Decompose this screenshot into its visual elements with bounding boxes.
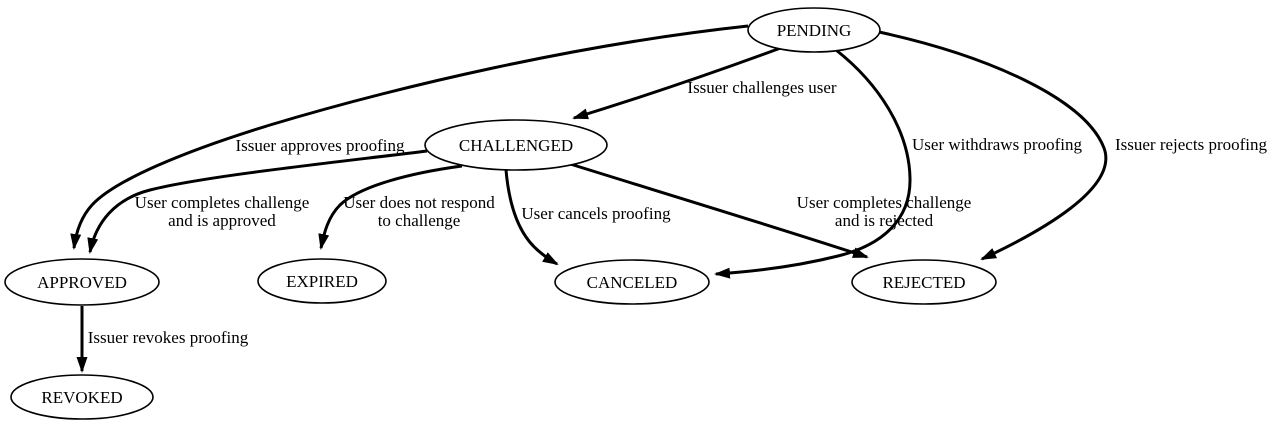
edge-pending-approved-path — [70, 24, 749, 250]
node-expired-ellipse — [257, 258, 387, 304]
node-approved-ellipse — [4, 258, 160, 306]
edge-pending-rejected-path — [878, 30, 1108, 261]
edge-pending-challenged-path — [572, 44, 787, 120]
edge-challenged-canceled-label: User cancels proofing — [521, 204, 671, 223]
node-pending-ellipse — [747, 7, 881, 53]
edge-challenged-canceled: User cancels proofing — [504, 169, 671, 266]
edge-challenged-approved: User completes challenge and is approved — [87, 149, 428, 254]
edge-challenged-expired-label-line2: to challenge — [378, 211, 461, 230]
node-canceled-label: CANCELED — [587, 273, 678, 292]
node-pending-label: PENDING — [777, 21, 852, 40]
node-challenged: CHALLENGED — [424, 119, 608, 171]
edge-pending-approved-label: Issuer approves proofing — [235, 136, 405, 155]
node-rejected-label: REJECTED — [882, 273, 965, 292]
node-approved-label: APPROVED — [37, 273, 127, 292]
edge-challenged-expired-path — [318, 164, 463, 250]
edge-approved-revoked: Issuer revokes proofing — [76, 306, 249, 373]
edge-challenged-canceled-path — [504, 169, 559, 266]
edge-pending-canceled-path — [714, 48, 912, 279]
node-challenged-label: CHALLENGED — [459, 136, 573, 155]
node-approved: APPROVED — [4, 258, 160, 306]
edge-challenged-rejected-path — [566, 161, 869, 259]
edge-challenged-expired-label-line1: User does not respond — [343, 193, 495, 212]
node-expired: EXPIRED — [257, 258, 387, 304]
edge-challenged-rejected: User completes challenge and is rejected — [566, 161, 972, 259]
edge-challenged-approved-label-line2: and is approved — [168, 211, 276, 230]
node-expired-label: EXPIRED — [286, 272, 358, 291]
node-rejected-ellipse — [851, 259, 997, 305]
node-rejected: REJECTED — [851, 259, 997, 305]
edge-challenged-approved-path — [87, 149, 428, 254]
edge-pending-rejected-label: Issuer rejects proofing — [1115, 135, 1268, 154]
node-revoked-label: REVOKED — [41, 388, 122, 407]
node-pending: PENDING — [747, 7, 881, 53]
node-revoked-ellipse — [10, 374, 154, 420]
edge-challenged-rejected-label-line1: User completes challenge — [797, 193, 972, 212]
edge-pending-rejected: Issuer rejects proofing — [878, 30, 1268, 261]
edge-challenged-rejected-label-line2: and is rejected — [835, 211, 934, 230]
edge-pending-canceled-label: User withdraws proofing — [912, 135, 1082, 154]
node-canceled-ellipse — [554, 259, 710, 305]
node-challenged-ellipse — [424, 119, 608, 171]
edge-approved-revoked-label: Issuer revokes proofing — [88, 328, 249, 347]
edge-pending-canceled: User withdraws proofing — [714, 48, 1082, 279]
edge-pending-challenged-label: Issuer challenges user — [687, 78, 837, 97]
node-revoked: REVOKED — [10, 374, 154, 420]
edge-challenged-expired: User does not respond to challenge — [318, 164, 495, 250]
edge-pending-challenged: Issuer challenges user — [572, 44, 837, 120]
node-canceled: CANCELED — [554, 259, 710, 305]
edge-challenged-approved-label-line1: User completes challenge — [135, 193, 310, 212]
edge-pending-approved: Issuer approves proofing — [70, 24, 749, 250]
